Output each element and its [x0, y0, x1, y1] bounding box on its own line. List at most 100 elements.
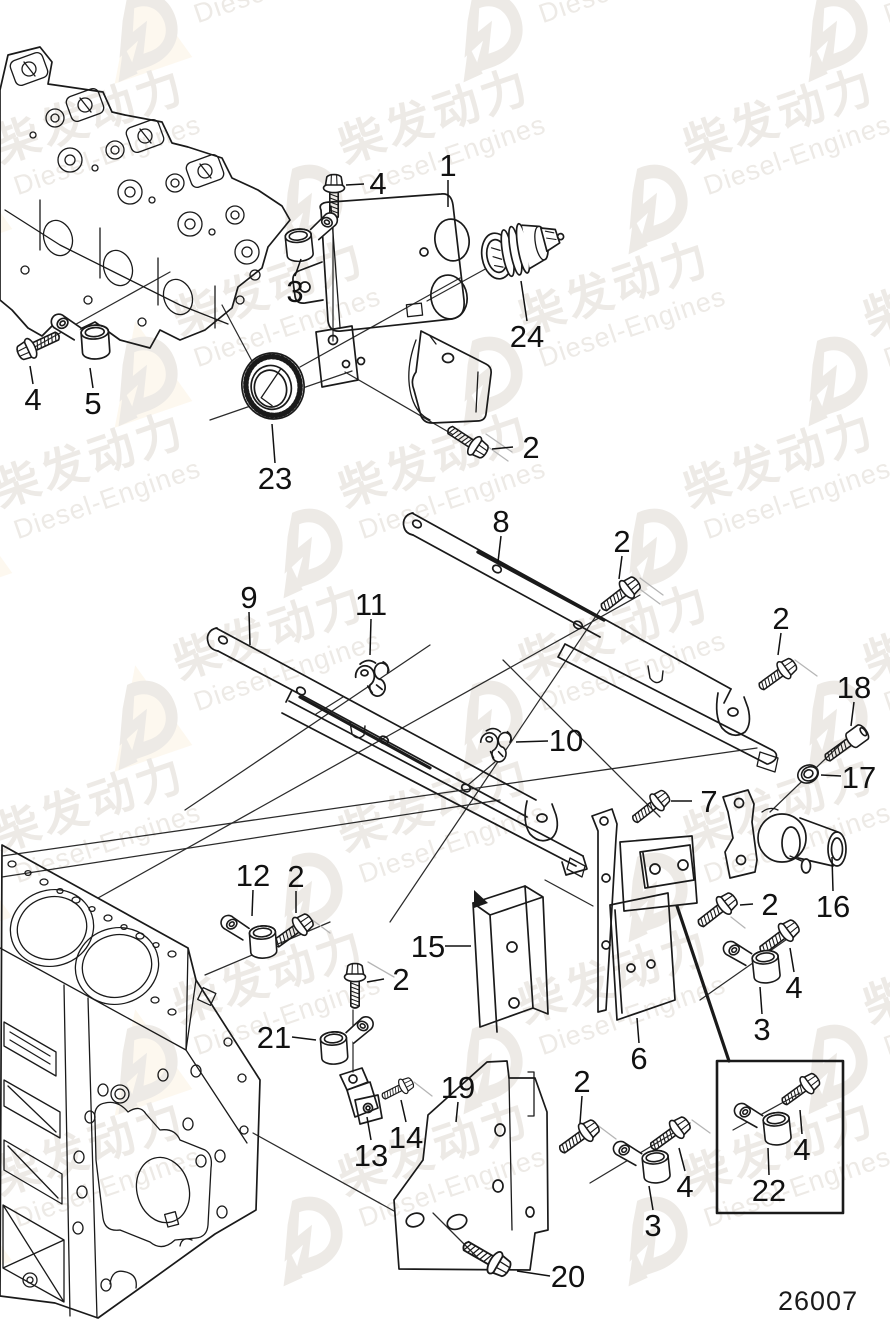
bracket-6-drawing [591, 808, 731, 1063]
callout-label-6: 6 [630, 1041, 647, 1076]
callout-label-2: 2 [613, 524, 630, 559]
callout-label-16: 16 [816, 889, 850, 924]
callout-label-4: 4 [785, 970, 802, 1005]
rail-8-drawing [402, 512, 779, 773]
callout-label-3: 3 [753, 1012, 770, 1047]
bracket-13-drawing [339, 1067, 383, 1125]
detail-inset-box [715, 1059, 845, 1215]
callout-label-4: 4 [24, 382, 41, 417]
engine-block-drawing [0, 844, 261, 1319]
callout-label-11: 11 [355, 587, 387, 622]
callout-label-17: 17 [842, 760, 876, 795]
callout-label-14: 14 [389, 1120, 423, 1155]
watermark-en-text: Diesel-Engines [190, 0, 385, 29]
callout-leader-line [516, 1270, 551, 1277]
callout-label-2: 2 [772, 601, 789, 636]
watermark-cn-text: 柴发动力 [857, 231, 890, 345]
callout-leader-line [831, 856, 834, 892]
callout-label-24: 24 [510, 319, 544, 354]
callout-label-9: 9 [240, 580, 257, 615]
callout-leader-line [777, 632, 782, 656]
callout-leader-line [345, 183, 365, 186]
callout-label-2: 2 [392, 962, 409, 997]
callout-leader-line [799, 1109, 803, 1135]
callout-label-19: 19 [441, 1070, 475, 1105]
callout-leader-line [739, 903, 754, 906]
callout-label-5: 5 [84, 386, 101, 421]
grommet-23-drawing [241, 352, 305, 420]
callout-leader-line [248, 611, 251, 646]
callout-label-22: 22 [752, 1173, 786, 1208]
callout-leader-line [618, 555, 623, 580]
cylinder-head-drawing [0, 46, 291, 349]
watermark-cn-text: 柴发动力 [857, 919, 890, 1033]
bracket-19-drawing [393, 1060, 549, 1271]
callout-leader-line [520, 280, 528, 322]
watermark-en-text: Diesel-Engines [535, 0, 730, 29]
callout-label-8: 8 [492, 504, 509, 539]
callout-leader-line [636, 1017, 640, 1044]
rail-9-drawing [206, 627, 588, 878]
callout-label-23: 23 [258, 461, 292, 496]
part-12-clamp [219, 911, 278, 962]
part-11-clip [354, 659, 390, 697]
callout-leader-line [294, 258, 302, 277]
callout-label-12: 12 [236, 858, 270, 893]
callout-label-1: 1 [439, 148, 456, 183]
callout-leader-line [366, 978, 385, 983]
callout-label-21: 21 [257, 1020, 291, 1055]
part-2-flange-bolt [553, 1115, 604, 1160]
callout-label-2: 2 [573, 1064, 590, 1099]
callout-leader-line [648, 1185, 654, 1211]
callout-leader-line [767, 1147, 770, 1176]
callout-leader-line [789, 947, 795, 973]
callout-label-13: 13 [354, 1138, 388, 1173]
part-3-clamp [721, 935, 782, 988]
callout-label-4: 4 [676, 1169, 693, 1204]
part-14-flange-bolt [378, 1074, 417, 1105]
callout-label-3: 3 [286, 274, 303, 309]
part-2-flange-bolt [692, 888, 742, 934]
callout-leader-line [291, 1036, 317, 1041]
callout-leader-line [579, 1095, 583, 1124]
callout-label-15: 15 [411, 929, 445, 964]
sensor-24-drawing [480, 222, 565, 280]
bracket-1-drawing [292, 193, 492, 424]
callout-leader-line [515, 740, 549, 743]
bracket-15-drawing [472, 885, 549, 1033]
callout-leader-line [271, 423, 276, 464]
watermark-cn-text: 柴发动力 [857, 0, 890, 1]
callout-label-18: 18 [837, 670, 871, 705]
part-2-flange-bolt [753, 653, 801, 697]
part-20-flange-bolt [457, 1233, 516, 1282]
brand-logo-icon [257, 1187, 355, 1287]
callout-label-2: 2 [761, 887, 778, 922]
callout-leader-line [820, 774, 842, 777]
callout-label-2: 2 [522, 430, 539, 465]
callout-label-7: 7 [700, 784, 717, 819]
callout-leader-line [89, 367, 94, 389]
watermark-en-text: Diesel-Engines [880, 0, 890, 29]
callout-leader-line [850, 701, 855, 727]
callout-leader-line [251, 889, 254, 917]
callout-leader-line [678, 1147, 686, 1172]
callout-label-4: 4 [369, 166, 386, 201]
callout-label-20: 20 [551, 1259, 585, 1294]
callout-leader-line [29, 365, 34, 385]
drawing-number: 26007 [778, 1286, 859, 1316]
